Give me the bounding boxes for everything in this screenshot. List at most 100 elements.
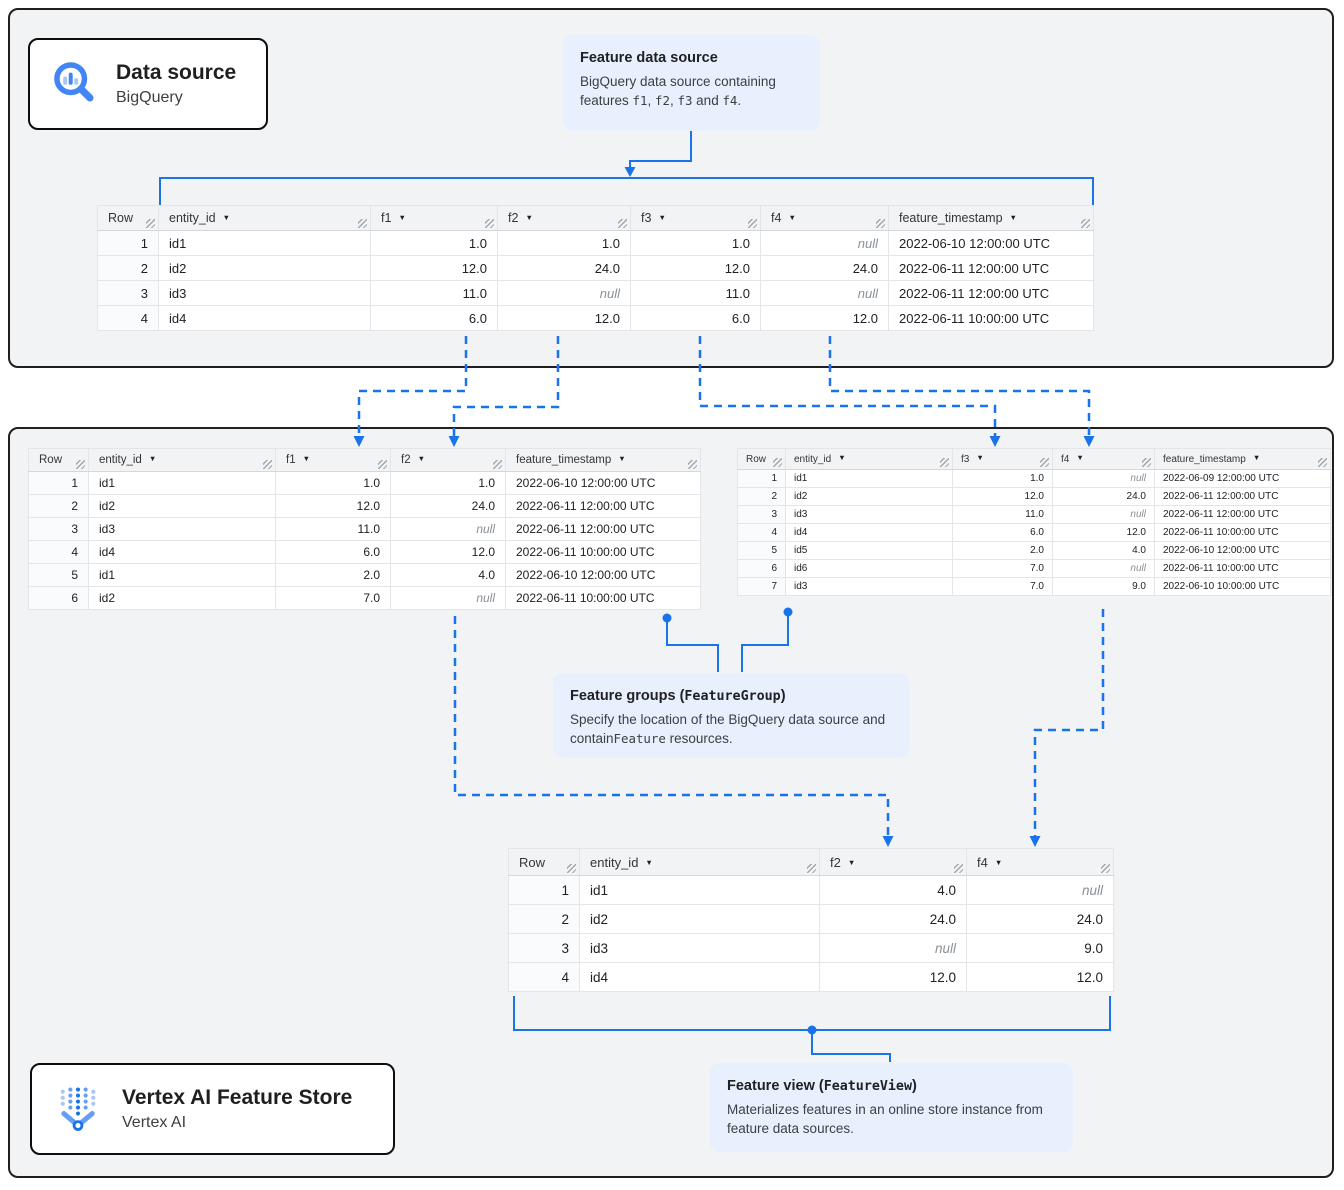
data-cell: 11.0 xyxy=(370,280,498,306)
data-cell: 2022-06-11 10:00:00 UTC xyxy=(505,540,701,564)
data-cell: 12.0 xyxy=(390,540,506,564)
data-cell: id1 xyxy=(158,230,371,256)
column-resize-handle-icon xyxy=(807,864,816,873)
data-cell: 24.0 xyxy=(390,494,506,518)
column-header-entity_id[interactable]: entity_id▼ xyxy=(88,448,276,472)
column-dropdown-icon[interactable]: ▼ xyxy=(1252,453,1261,462)
column-resize-handle-icon xyxy=(1142,458,1151,467)
data-cell: 12.0 xyxy=(819,962,967,992)
column-label: f2 xyxy=(830,854,841,870)
column-dropdown-icon[interactable]: ▼ xyxy=(788,213,796,222)
callout-feature-groups: Feature groups (FeatureGroup) Specify th… xyxy=(553,673,910,758)
column-header-f1[interactable]: f1▼ xyxy=(370,205,498,231)
row-number-cell: 2 xyxy=(28,494,89,518)
column-dropdown-icon[interactable]: ▼ xyxy=(976,453,984,462)
column-dropdown-icon[interactable]: ▼ xyxy=(417,454,426,463)
column-header-f2[interactable]: f2▼ xyxy=(497,205,631,231)
column-header-feature_timestamp[interactable]: feature_timestamp▼ xyxy=(888,205,1094,231)
column-header-f4[interactable]: f4 ▼ xyxy=(1052,448,1155,470)
feature-store-card-title: Vertex AI Feature Store xyxy=(122,1086,353,1110)
column-label: entity_id xyxy=(794,454,832,465)
data-cell: 2022-06-11 12:00:00 UTC xyxy=(505,494,701,518)
data-source-card-text: Data source BigQuery xyxy=(116,61,236,106)
column-resize-handle-icon xyxy=(1101,864,1110,873)
column-label: f3 xyxy=(641,211,652,225)
data-cell: id3 xyxy=(88,517,276,541)
column-header-f1[interactable]: f1▼ xyxy=(275,448,391,472)
data-cell: 11.0 xyxy=(952,505,1053,524)
data-cell: 2022-06-11 12:00:00 UTC xyxy=(1154,505,1331,524)
data-cell: 2022-06-11 10:00:00 UTC xyxy=(888,305,1094,331)
column-dropdown-icon[interactable]: ▼ xyxy=(222,213,230,222)
column-dropdown-icon[interactable]: ▼ xyxy=(838,453,846,462)
column-header-f3[interactable]: f3 ▼ xyxy=(952,448,1053,470)
data-cell: 1.0 xyxy=(370,230,498,256)
column-header-Row: Row xyxy=(737,448,786,470)
data-cell: 9.0 xyxy=(1052,577,1155,596)
row-number-cell: 4 xyxy=(508,962,580,992)
column-header-feature_timestamp[interactable]: feature_timestamp▼ xyxy=(505,448,701,472)
row-number-cell: 4 xyxy=(97,305,159,331)
column-header-f4[interactable]: f4▼ xyxy=(966,848,1114,876)
data-cell: 2022-06-11 10:00:00 UTC xyxy=(1154,559,1331,578)
column-dropdown-icon[interactable]: ▼ xyxy=(618,454,626,463)
column-header-entity_id[interactable]: entity_id ▼ xyxy=(785,448,953,470)
column-header-f3[interactable]: f3 ▼ xyxy=(630,205,761,231)
column-label: f3 xyxy=(961,454,970,465)
column-label: f4 xyxy=(1061,454,1070,465)
data-cell: id4 xyxy=(88,540,276,564)
data-cell: 2.0 xyxy=(275,563,391,587)
column-dropdown-icon[interactable]: ▼ xyxy=(525,213,533,222)
column-label: Row xyxy=(519,854,546,870)
data-cell: 12.0 xyxy=(497,305,631,331)
row-number-cell: 1 xyxy=(737,469,786,488)
column-dropdown-icon[interactable]: ▼ xyxy=(1009,213,1017,222)
data-cell: 24.0 xyxy=(966,904,1114,934)
data-cell: id2 xyxy=(88,586,276,610)
data-cell: 12.0 xyxy=(275,494,391,518)
column-header-feature_timestamp[interactable]: feature_timestamp▼ xyxy=(1154,448,1331,470)
column-header-entity_id[interactable]: entity_id▼ xyxy=(579,848,820,876)
column-header-f2[interactable]: f2▼ xyxy=(390,448,506,472)
data-cell: id1 xyxy=(88,471,276,495)
data-cell: null xyxy=(497,280,631,306)
row-number-cell: 5 xyxy=(28,563,89,587)
column-dropdown-icon[interactable]: ▼ xyxy=(658,213,666,222)
data-cell: 2022-06-10 10:00:00 UTC xyxy=(1154,577,1331,596)
data-cell: 1.0 xyxy=(952,469,1053,488)
callout-feature-groups-title: Feature groups (FeatureGroup) xyxy=(570,688,786,704)
column-header-f4[interactable]: f4▼ xyxy=(760,205,889,231)
row-number-cell: 1 xyxy=(28,471,89,495)
data-cell: null xyxy=(760,280,889,306)
data-cell: null xyxy=(1052,559,1155,578)
feature-store-card: Vertex AI Feature Store Vertex AI xyxy=(30,1063,395,1155)
column-header-entity_id[interactable]: entity_id▼ xyxy=(158,205,371,231)
column-dropdown-icon[interactable]: ▼ xyxy=(398,213,406,222)
vertex-ai-icon xyxy=(54,1083,102,1136)
column-dropdown-icon[interactable]: ▼ xyxy=(1076,453,1084,462)
data-cell: id6 xyxy=(785,559,953,578)
feature-store-card-subtitle: Vertex AI xyxy=(122,1113,187,1131)
column-dropdown-icon[interactable]: ▼ xyxy=(645,857,653,867)
data-cell: null xyxy=(760,230,889,256)
row-number-cell: 7 xyxy=(737,577,786,596)
column-dropdown-icon[interactable]: ▼ xyxy=(847,857,856,867)
column-dropdown-icon[interactable]: ▼ xyxy=(148,454,157,463)
data-cell: null xyxy=(1052,505,1155,524)
column-dropdown-icon[interactable]: ▼ xyxy=(994,857,1003,867)
data-cell: id1 xyxy=(579,875,820,905)
column-dropdown-icon[interactable]: ▼ xyxy=(302,454,311,463)
column-resize-handle-icon xyxy=(688,460,697,469)
column-resize-handle-icon xyxy=(378,460,387,469)
column-header-f2[interactable]: f2 ▼ xyxy=(819,848,967,876)
